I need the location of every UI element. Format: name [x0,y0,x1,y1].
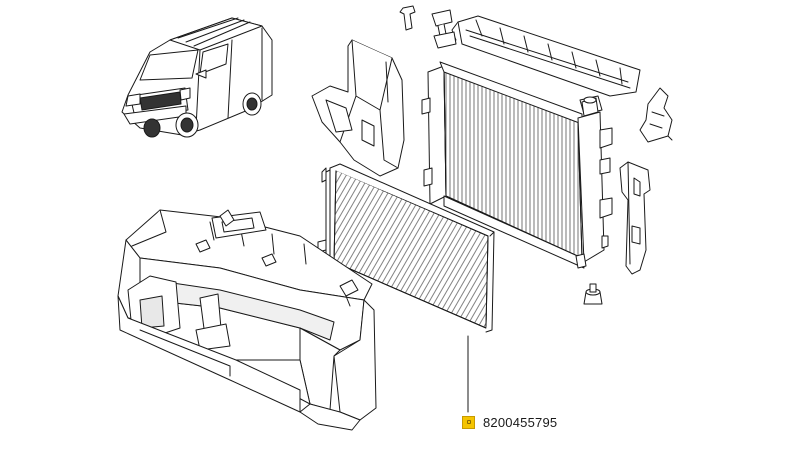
rubber-mount [583,283,603,305]
clip [399,5,457,49]
radiator [421,61,613,269]
right-side-bracket [639,87,673,143]
van-illustration [121,17,273,138]
upper-air-deflector [451,15,641,125]
part-callout[interactable]: 8200455795 [462,412,557,432]
part-number-label: 8200455795 [483,414,558,430]
left-air-guide [311,39,405,177]
front-panel-duct [117,209,377,431]
right-air-guide [619,161,651,275]
part-marker-icon [462,415,475,429]
